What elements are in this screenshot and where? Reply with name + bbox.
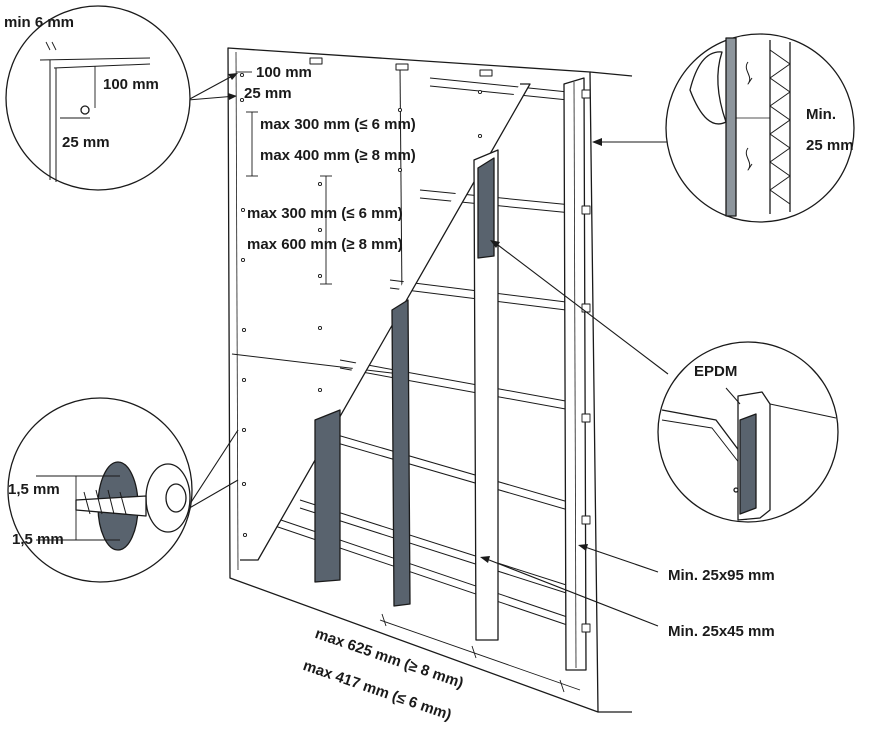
label-vent-min: Min. bbox=[806, 106, 836, 123]
label-max300-b: max 300 mm (≤ 6 mm) bbox=[247, 205, 403, 222]
label-edge-100mm: 100 mm bbox=[256, 64, 312, 81]
batten-middle bbox=[391, 299, 411, 607]
leader-arrowheads bbox=[228, 73, 602, 563]
batten-markers bbox=[581, 89, 591, 633]
label-detail-100mm: 100 mm bbox=[103, 76, 159, 93]
detail-circle-joint bbox=[5, 5, 191, 191]
top-clips bbox=[309, 57, 493, 77]
detail-circle-ventilation bbox=[665, 33, 855, 223]
label-detail-25mm: 25 mm bbox=[62, 134, 110, 151]
label-screw-top: 1,5 mm bbox=[8, 481, 60, 498]
label-screw-bottom: 1,5 mm bbox=[12, 531, 64, 548]
detail-circle-epdm bbox=[657, 341, 839, 523]
dimension-marks bbox=[236, 71, 332, 285]
label-max400: max 400 mm (≥ 8 mm) bbox=[260, 147, 416, 164]
label-batten-45: Min. 25x45 mm bbox=[668, 623, 775, 640]
detail-circle-screw bbox=[7, 397, 193, 583]
horizontal-rails bbox=[274, 77, 583, 631]
label-max600: max 600 mm (≥ 8 mm) bbox=[247, 236, 403, 253]
batten-center bbox=[473, 149, 499, 641]
label-batten-95: Min. 25x95 mm bbox=[668, 567, 775, 584]
span-dimension bbox=[379, 613, 581, 693]
label-vent-25mm: 25 mm bbox=[806, 137, 854, 154]
label-epdm: EPDM bbox=[694, 363, 738, 380]
label-edge-25mm: 25 mm bbox=[244, 85, 292, 102]
label-max300-a: max 300 mm (≤ 6 mm) bbox=[260, 116, 416, 133]
screw-dots bbox=[239, 72, 483, 538]
leader-lines bbox=[185, 73, 669, 627]
batten-left bbox=[314, 409, 341, 583]
batten-right bbox=[563, 77, 587, 671]
label-min-6mm: min 6 mm bbox=[4, 14, 75, 31]
